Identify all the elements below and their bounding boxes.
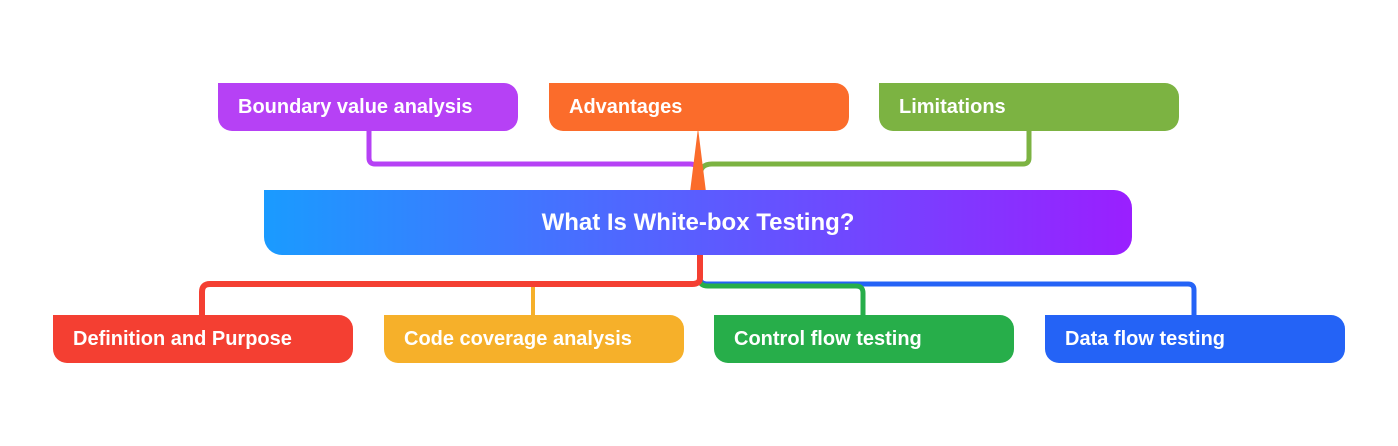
connector-control-flow [697,250,866,321]
topic-data-flow-testing[interactable]: Data flow testing [1045,315,1345,363]
topic-label: Control flow testing [734,327,922,350]
topic-label: Advantages [569,95,683,118]
connector-advantages [690,128,706,192]
connector-definition [199,250,703,321]
topic-limitations[interactable]: Limitations [879,83,1179,131]
connector-boundary [366,125,701,195]
topic-code-coverage-analysis[interactable]: Code coverage analysis [384,315,684,363]
topic-label: Definition and Purpose [73,327,292,350]
central-topic-label: What Is White-box Testing? [541,208,855,236]
topic-boundary-value-analysis[interactable]: Boundary value analysis [218,83,518,131]
topic-label: Data flow testing [1065,327,1226,350]
topic-advantages[interactable]: Advantages [549,83,849,131]
central-topic[interactable]: What Is White-box Testing? [264,190,1132,255]
topic-definition-and-purpose[interactable]: Definition and Purpose [53,315,353,363]
topic-label: Limitations [899,95,1006,118]
topic-label: Boundary value analysis [238,95,473,118]
topic-label: Code coverage analysis [404,327,632,350]
connector-limitations [697,125,1032,195]
topic-control-flow-testing[interactable]: Control flow testing [714,315,1014,363]
